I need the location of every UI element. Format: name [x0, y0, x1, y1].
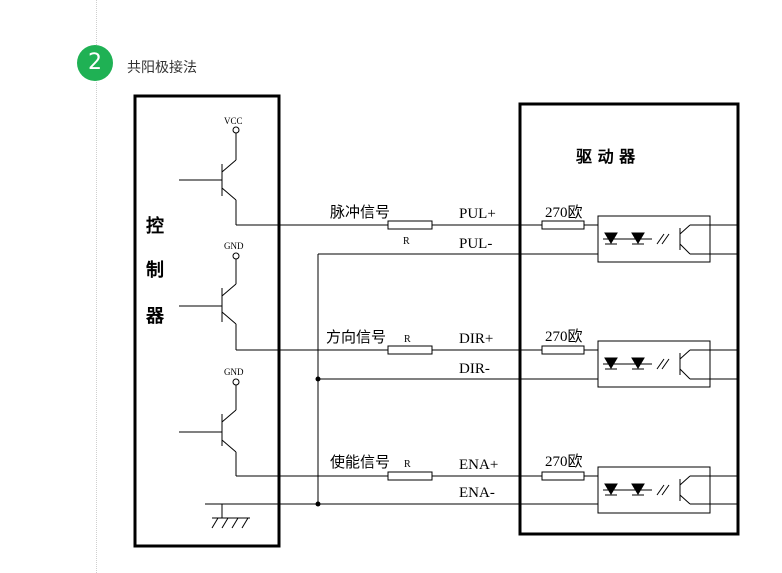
driver-label: 驱 动 器 — [576, 147, 636, 166]
resistor-r — [387, 220, 433, 230]
optocoupler-2 — [597, 340, 738, 388]
drive-resistor-label: 270欧 — [545, 204, 583, 221]
optocoupler-3 — [597, 466, 738, 514]
controller-label-char-2: 制 — [146, 260, 164, 281]
controller-label-char-1: 控 — [146, 215, 164, 237]
resistor-270 — [541, 471, 585, 481]
resistor-r — [387, 471, 433, 481]
channel-2-plus-path — [387, 345, 598, 355]
controller-label-char-3: 器 — [145, 306, 165, 327]
resistor-label: R — [404, 334, 411, 345]
dir-minus-label: DIR- — [459, 361, 490, 377]
drive-resistor-label: 270欧 — [545, 328, 583, 345]
signal-label-direction: 方向信号 — [326, 328, 386, 346]
transistor-2 — [179, 252, 388, 351]
drive-resistor-label: 270欧 — [545, 453, 583, 470]
junction-dot — [315, 376, 321, 382]
dotted-guide-line — [96, 0, 97, 573]
ground-symbol — [205, 503, 318, 529]
signal-label-enable: 使能信号 — [330, 453, 390, 471]
driver-box — [518, 102, 740, 536]
rail-label-gnd: GND — [224, 241, 244, 251]
dir-plus-label: DIR+ — [459, 331, 493, 347]
section-title: 共阳极接法 — [127, 60, 197, 76]
resistor-270 — [541, 345, 585, 355]
ena-plus-label: ENA+ — [459, 457, 498, 473]
resistor-r — [387, 345, 433, 355]
pul-minus-label: PUL- — [459, 236, 492, 252]
transistor-3 — [179, 378, 388, 477]
optocoupler-1 — [597, 215, 738, 263]
ena-minus-label: ENA- — [459, 485, 495, 501]
channel-1-plus-path — [387, 220, 598, 230]
signal-label-pulse: 脉冲信号 — [330, 203, 390, 221]
rail-label-vcc: VCC — [224, 116, 243, 126]
transistor-1 — [179, 126, 388, 226]
pul-plus-label: PUL+ — [459, 206, 496, 222]
controller-box — [133, 94, 281, 548]
junction-dot — [315, 501, 321, 507]
resistor-270 — [541, 220, 585, 230]
resistor-label: R — [403, 236, 410, 247]
resistor-label: R — [404, 459, 411, 470]
channel-3-plus-path — [387, 471, 598, 481]
rail-label-gnd: GND — [224, 367, 244, 377]
step-number-badge: 2 — [77, 45, 113, 81]
